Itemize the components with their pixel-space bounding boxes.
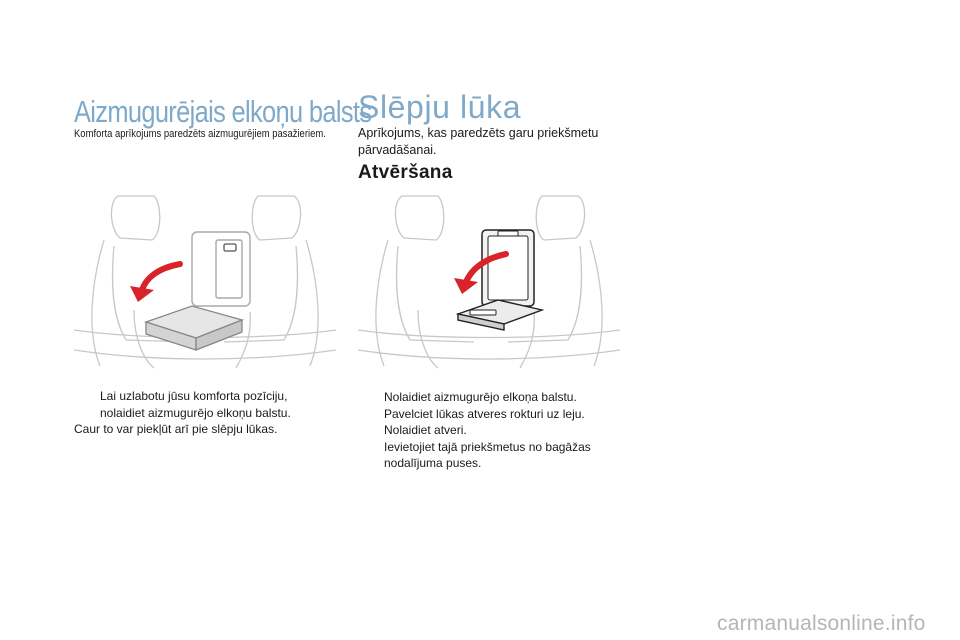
list-item: Nolaidiet aizmugurējo elkoņa balstu. <box>384 390 577 404</box>
list-item: Pavelciet lūkas atveres rokturi uz leju. <box>384 406 585 421</box>
list-item: Lai uzlabotu jūsu komforta pozīciju, nol… <box>100 389 291 420</box>
ski-hatch-illustration <box>358 195 620 369</box>
ski-hatch-steps-list: Nolaidiet aizmugurējo elkoņa balstu. Pav… <box>358 389 620 472</box>
armrest-note: Caur to var piekļūt arī pie slēpju lūkas… <box>74 422 278 436</box>
list-item: Nolaidiet atveri. <box>384 423 467 437</box>
list-item: Ievietojiet tajā priekšmetus no bagāžas … <box>384 439 591 471</box>
armrest-illustration <box>74 195 336 369</box>
ski-hatch-description: Aprīkojums, kas paredzēts garu priekšmet… <box>358 126 599 157</box>
section-heading-opening: Atvēršana <box>358 162 453 183</box>
armrest-steps-list: Lai uzlabotu jūsu komforta pozīciju, nol… <box>74 388 324 421</box>
watermark-text: carmanualsonline.info <box>717 612 926 635</box>
section-subtitle-armrest: Komforta aprīkojums paredzēts aizmugurēj… <box>74 128 326 140</box>
section-title-ski-hatch: Slēpju lūka <box>358 89 522 125</box>
section-title-armrest: Aizmugurējais elkoņu balsts <box>74 94 372 129</box>
